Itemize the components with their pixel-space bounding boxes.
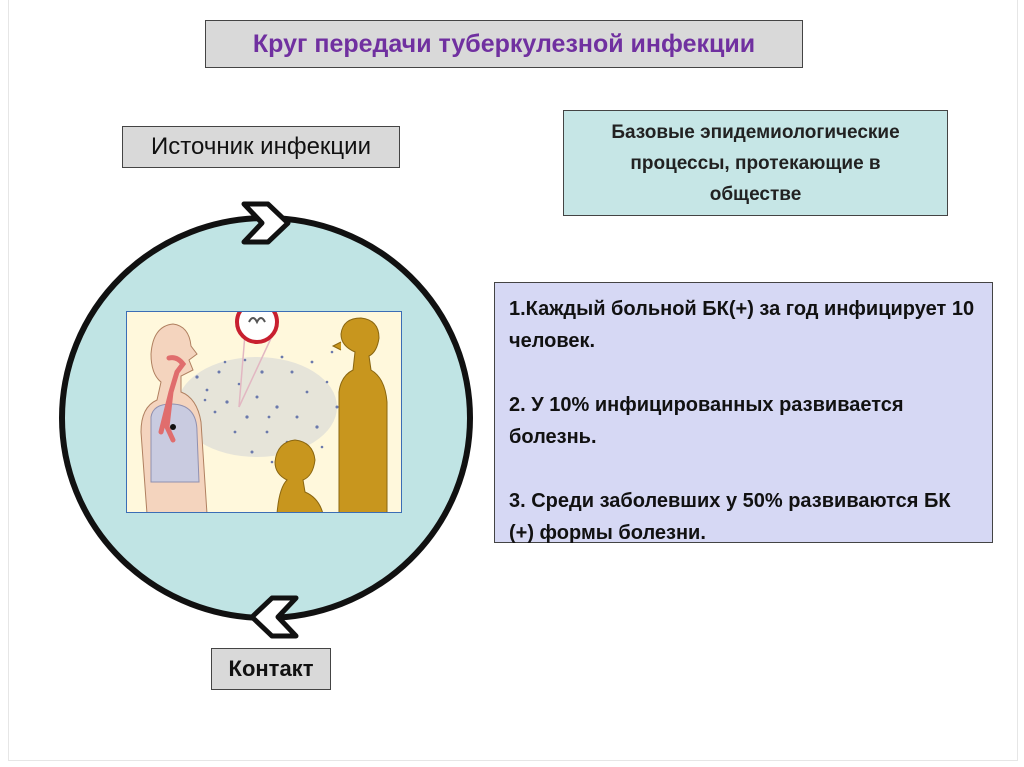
- transmission-illustration: [126, 311, 402, 513]
- contact-label: Контакт: [211, 648, 331, 690]
